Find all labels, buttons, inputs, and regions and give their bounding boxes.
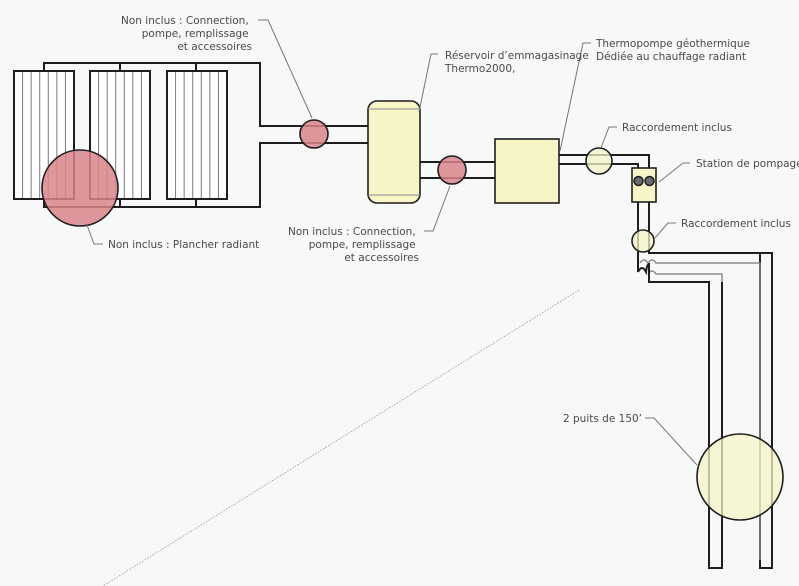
label-coupling-top: Raccordement inclus	[622, 122, 732, 134]
leader-tank-pump	[424, 185, 451, 232]
radiant-panel-2	[89, 70, 151, 200]
leader-storage-tank	[418, 53, 438, 113]
leader-distribution-pump	[258, 19, 313, 119]
tank-pump	[437, 155, 467, 185]
label-coupling-bottom: Raccordement inclus	[681, 218, 791, 230]
leader-coupling-top	[600, 126, 617, 149]
label-radiant-floor: Non inclus : Plancher radiant	[108, 239, 259, 251]
distribution-pump	[299, 119, 329, 149]
heat-pump	[494, 138, 560, 204]
label-pump-station: Station de pompage	[696, 158, 799, 170]
label-storage-tank: Réservoir d’emmagasinage Thermo2000,	[444, 50, 592, 75]
pump-icon-2	[644, 175, 655, 187]
leader-wells	[645, 417, 698, 466]
radiant-supply-header	[43, 62, 300, 127]
radiant-return-header	[43, 142, 300, 208]
pump-icon-1	[633, 175, 644, 187]
guide-line	[102, 289, 580, 586]
leader-radiant-floor	[86, 224, 103, 245]
label-heat-pump: Thermopompe géothermique Dédiée au chauf…	[595, 38, 753, 63]
label-distribution-pump: Non inclus : Connection, pompe, rempliss…	[121, 15, 252, 53]
wells-marker	[696, 433, 784, 521]
leader-pump-station	[658, 162, 690, 183]
radiant-floor-marker	[41, 149, 119, 227]
leader-heat-pump	[559, 42, 591, 152]
coupling-top	[585, 147, 613, 175]
radiant-panel-3	[166, 70, 228, 200]
radiant-floor	[13, 62, 300, 227]
ground-loop	[637, 252, 773, 569]
pump-station	[631, 167, 657, 203]
leader-coupling-bottom	[654, 222, 676, 239]
coupling-bottom	[631, 229, 655, 253]
storage-tank	[367, 100, 421, 204]
label-tank-pump: Non inclus : Connection, pompe, rempliss…	[288, 226, 419, 264]
label-wells: 2 puits de 150’	[563, 413, 642, 425]
